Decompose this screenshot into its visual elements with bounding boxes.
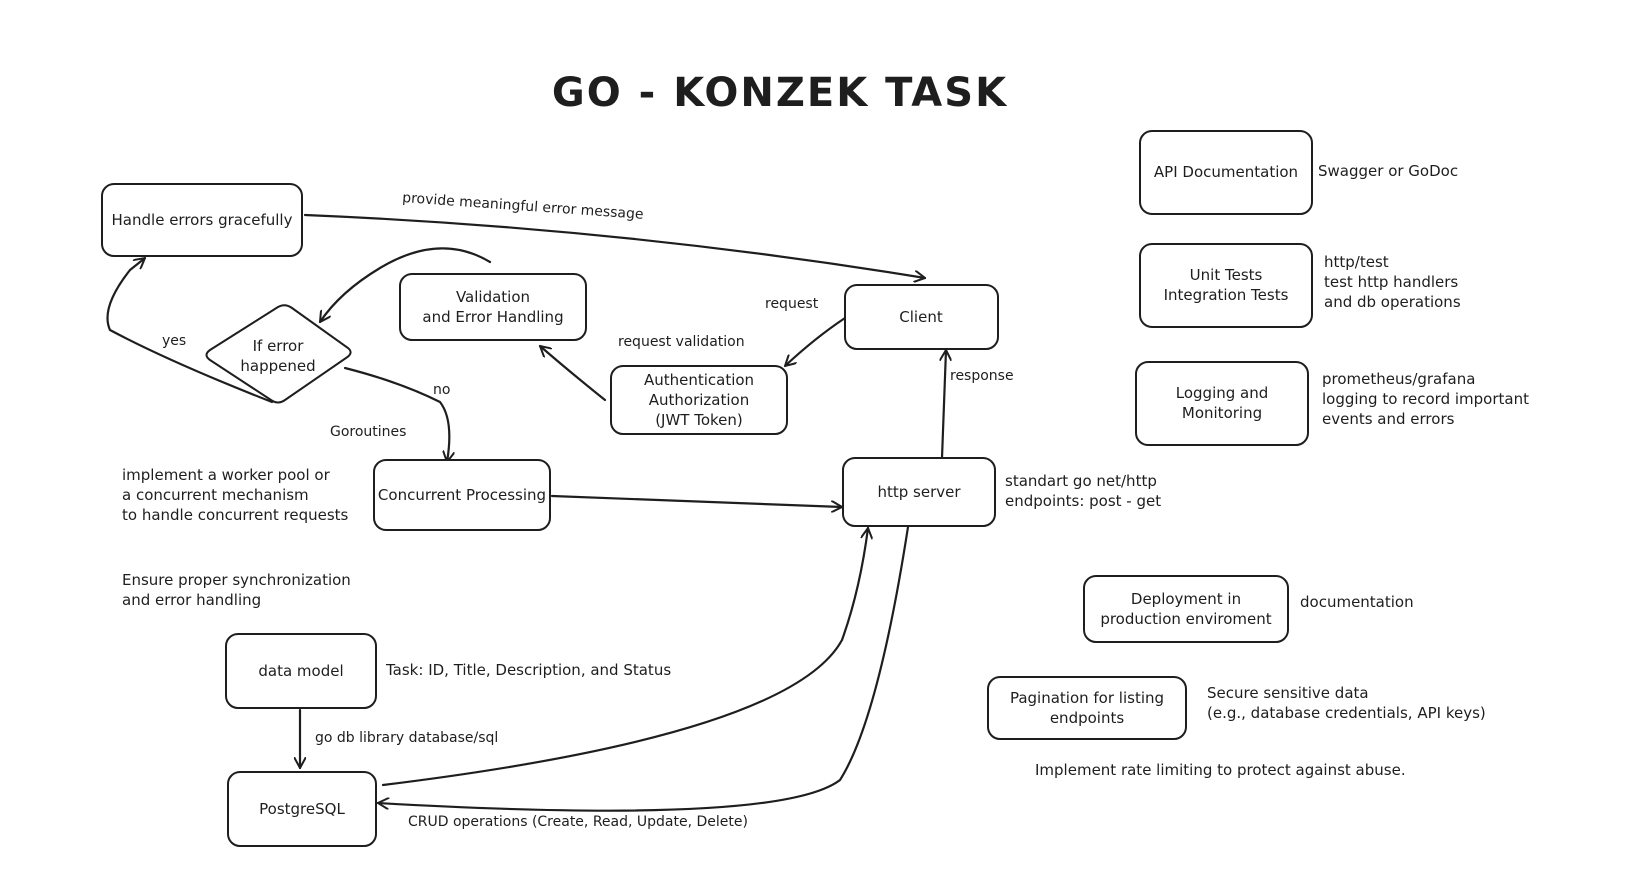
node-api-docs-label: API Documentation [1154, 163, 1298, 181]
note-swagger: Swagger or GoDoc [1318, 162, 1458, 180]
edge-client-to-auth [785, 316, 847, 366]
edge-if-error-no-to-concurrent [343, 366, 449, 462]
note-rate-limit: Implement rate limiting to protect again… [1035, 761, 1406, 779]
node-concurrent: Concurrent Processing [373, 459, 551, 531]
edge-concurrent-to-http-server [550, 494, 842, 507]
node-client-label: Client [899, 308, 943, 326]
edge-validation-to-if-error [320, 247, 492, 322]
note-task-fields: Task: ID, Title, Description, and Status [385, 661, 671, 679]
edge-label-request-validation: request validation [618, 334, 745, 350]
edge-label-goroutines: Goroutines [330, 424, 406, 440]
node-data-model-label: data model [258, 662, 343, 680]
edge-auth-to-validation [540, 346, 607, 402]
node-postgres-label: PostgreSQL [259, 800, 345, 818]
edge-label-response: response [950, 368, 1014, 384]
diagram-title: GO - KONZEK TASK [552, 70, 1008, 116]
node-data-model: data model [225, 633, 377, 709]
edge-http-server-to-client [942, 350, 946, 460]
node-client: Client [844, 284, 999, 350]
edge-if-error-yes-to-handle-errors [106, 258, 274, 404]
edge-label-error-message: provide meaningful error message [402, 190, 644, 223]
node-concurrent-label: Concurrent Processing [378, 486, 546, 504]
edge-label-crud: CRUD operations (Create, Read, Update, D… [408, 814, 748, 830]
note-secure: Secure sensitive data(e.g., database cre… [1207, 684, 1486, 722]
node-http-server: http server [842, 457, 996, 527]
node-http-server-label: http server [877, 483, 961, 501]
edge-handle-errors-to-client [303, 213, 925, 278]
edge-label-no: no [433, 382, 450, 398]
edge-label-db-library: go db library database/sql [315, 730, 498, 746]
edge-postgres-to-http-server [381, 528, 868, 787]
edge-label-request: request [765, 296, 819, 312]
node-handle-errors: Handle errors gracefully [101, 183, 303, 257]
node-api-docs: API Documentation [1139, 130, 1313, 215]
node-postgres: PostgreSQL [227, 771, 377, 847]
edge-http-server-to-postgres [378, 525, 910, 812]
edge-label-yes: yes [162, 333, 186, 349]
note-documentation: documentation [1300, 593, 1414, 611]
node-handle-errors-label: Handle errors gracefully [112, 211, 293, 229]
